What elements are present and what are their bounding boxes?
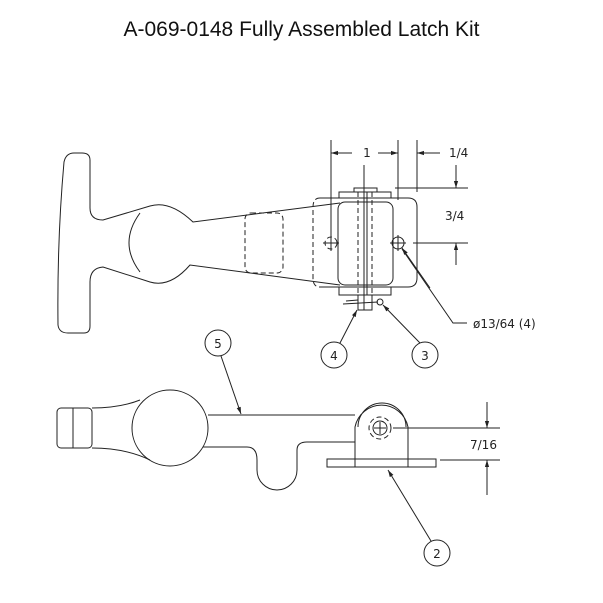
dashed-grip — [244, 212, 284, 274]
dim-offset-1-4: 1/4 — [449, 146, 468, 160]
pin-hidden-lines — [357, 192, 373, 295]
extension-lines — [330, 140, 468, 244]
base-plate — [338, 191, 392, 296]
bracket-side — [354, 402, 409, 467]
dim-width-1: 1 — [363, 146, 371, 160]
latch-ball — [131, 389, 209, 467]
drawing-title: A-069-0148 Fully Assembled Latch Kit — [123, 18, 480, 41]
balloon-2: 2 — [433, 547, 441, 561]
balloon-3: 3 — [421, 349, 429, 363]
pin-axis — [363, 165, 368, 310]
bracket-inner — [337, 201, 394, 286]
bulge-arc — [128, 212, 141, 273]
bracket-base — [326, 458, 437, 468]
handle-end — [56, 407, 93, 449]
pivot-pin — [372, 420, 388, 436]
pin-head — [353, 187, 378, 193]
t-handle-outline — [57, 152, 341, 334]
bracket-hidden-edge — [312, 197, 321, 288]
cotter-pin — [342, 299, 379, 305]
balloon-4: 4 — [330, 349, 338, 363]
hole-callout: ø13/64 (4) — [473, 317, 536, 331]
top-view: 1 1/4 3/4 ø13/64 (4) 4 3 — [57, 140, 536, 369]
dim-height-3-4: 3/4 — [445, 209, 464, 223]
dim-height-7-16: 7/16 — [470, 438, 497, 452]
latch-body — [91, 399, 355, 491]
balloon-5: 5 — [214, 337, 222, 351]
cotter-pin-eye — [376, 298, 384, 306]
side-view: 7/16 5 2 — [56, 329, 500, 567]
